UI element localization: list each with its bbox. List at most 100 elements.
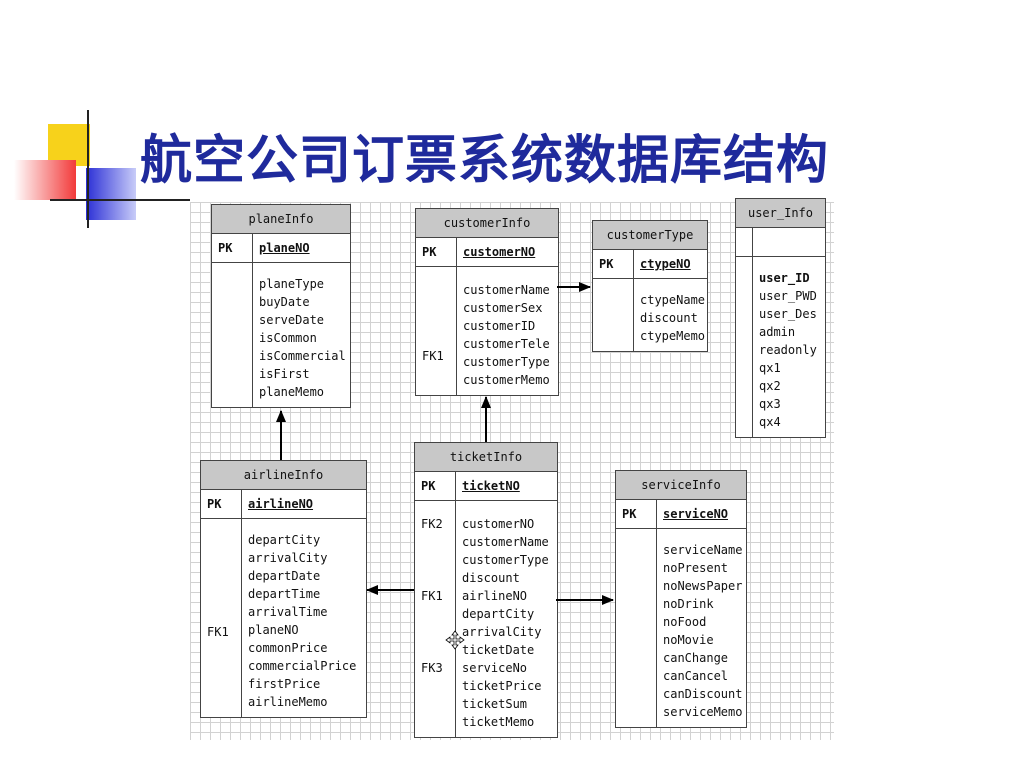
decor-vertical-line (87, 110, 89, 228)
field: discount (462, 571, 520, 585)
field: departDate (248, 569, 321, 583)
decor-horizontal-line (50, 199, 190, 201)
field: departCity (248, 533, 321, 547)
move-cursor-icon (445, 630, 465, 650)
field: customerType (463, 355, 550, 369)
field: airlineNO (462, 589, 528, 603)
pk-label (736, 228, 753, 256)
field: isFirst (259, 367, 310, 381)
field: commercialPrice (248, 659, 357, 673)
fk-label: FK1 (422, 349, 444, 363)
pk-field: customerNO (463, 245, 536, 259)
field: buyDate (259, 295, 310, 309)
field: ticketMemo (462, 715, 535, 729)
entity-serviceInfo: serviceInfo PK serviceNO serviceName noP… (615, 470, 747, 728)
field: customerName (463, 283, 550, 297)
fk-label: FK2 (421, 517, 443, 531)
field: arrivalCity (462, 625, 542, 639)
entity-header: ticketInfo (415, 443, 557, 472)
field: ctypeMemo (640, 329, 706, 343)
pk-label: PK (212, 234, 253, 262)
field: airlineMemo (248, 695, 328, 709)
field: qx2 (759, 379, 781, 393)
field: serviceNo (462, 661, 528, 675)
field: departTime (248, 587, 321, 601)
field: ticketDate (462, 643, 535, 657)
entity-header: user_Info (736, 199, 825, 228)
field: qx3 (759, 397, 781, 411)
field: customerName (462, 535, 549, 549)
field: customerSex (463, 301, 543, 315)
field: canDiscount (663, 687, 743, 701)
field: isCommon (259, 331, 317, 345)
decor-red-square (14, 160, 76, 200)
field: planeMemo (259, 385, 325, 399)
field: isCommercial (259, 349, 346, 363)
pk-field: ctypeNO (640, 257, 691, 271)
field: user_Des (759, 307, 817, 321)
field: user_PWD (759, 289, 817, 303)
field: ticketSum (462, 697, 528, 711)
key-column (616, 529, 657, 727)
field: readonly (759, 343, 817, 357)
entity-ticketInfo: ticketInfo PK ticketNO FK2 FK1 FK3 custo… (414, 442, 558, 738)
page-title: 航空公司订票系统数据库结构 (140, 130, 830, 191)
key-column (593, 279, 634, 351)
pk-field: planeNO (259, 241, 310, 255)
entity-header: serviceInfo (616, 471, 746, 500)
field: customerType (462, 553, 549, 567)
field: user_ID (759, 271, 810, 285)
entity-header: planeInfo (212, 205, 350, 234)
pk-field: ticketNO (462, 479, 520, 493)
field: arrivalCity (248, 551, 328, 565)
field: planeType (259, 277, 325, 291)
field: customerNO (462, 517, 535, 531)
key-column: FK1 (416, 267, 457, 395)
field: noNewsPaper (663, 579, 743, 593)
field: noFood (663, 615, 707, 629)
entity-header: airlineInfo (201, 461, 366, 490)
field: customerTele (463, 337, 550, 351)
entity-header: customerType (593, 221, 707, 250)
field: serveDate (259, 313, 325, 327)
field: serviceName (663, 543, 743, 557)
field: planeNO (248, 623, 299, 637)
field: canChange (663, 651, 729, 665)
field: customerID (463, 319, 536, 333)
field: commonPrice (248, 641, 328, 655)
field: qx1 (759, 361, 781, 375)
fk-label: FK1 (207, 625, 229, 639)
decor-blue-square (86, 168, 136, 220)
field: departCity (462, 607, 535, 621)
field: ctypeName (640, 293, 706, 307)
field: noPresent (663, 561, 729, 575)
pk-label: PK (616, 500, 657, 528)
entity-customerType: customerType PK ctypeNO ctypeName discou… (592, 220, 708, 352)
field: qx4 (759, 415, 781, 429)
entity-customerInfo: customerInfo PK customerNO FK1 customerN… (415, 208, 559, 396)
field: noMovie (663, 633, 714, 647)
entity-header: customerInfo (416, 209, 558, 238)
decor-yellow-square (48, 124, 90, 166)
field: customerMemo (463, 373, 550, 387)
field: noDrink (663, 597, 714, 611)
entity-airlineInfo: airlineInfo PK airlineNO FK1 departCity … (200, 460, 367, 718)
pk-label: PK (201, 490, 242, 518)
key-column (212, 263, 253, 407)
pk-label: PK (415, 472, 456, 500)
pk-field: serviceNO (663, 507, 729, 521)
key-column: FK1 (201, 519, 242, 717)
field: arrivalTime (248, 605, 328, 619)
field: serviceMemo (663, 705, 743, 719)
fk-label: FK3 (421, 661, 443, 675)
pk-label: PK (416, 238, 457, 266)
key-column: FK2 FK1 FK3 (415, 501, 456, 737)
field: ticketPrice (462, 679, 542, 693)
fk-label: FK1 (421, 589, 443, 603)
key-column (736, 257, 753, 437)
pk-label: PK (593, 250, 634, 278)
entity-user_Info: user_Info user_ID user_PWD user_Des admi… (735, 198, 826, 438)
pk-field: airlineNO (248, 497, 314, 511)
field: canCancel (663, 669, 729, 683)
